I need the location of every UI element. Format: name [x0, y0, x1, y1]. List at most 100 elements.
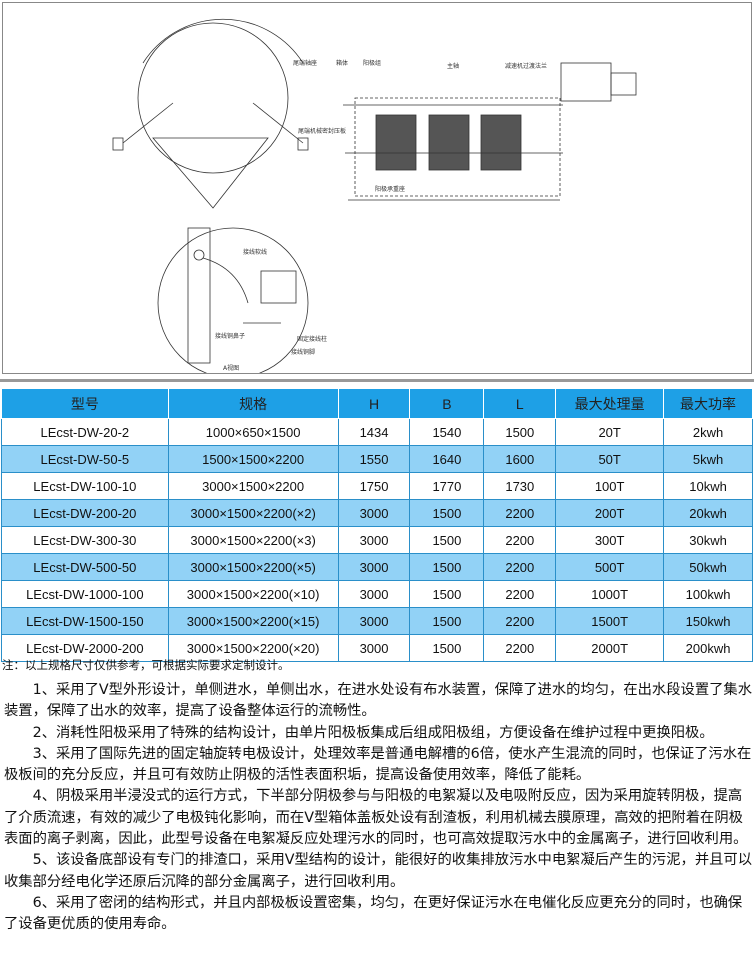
- table-cell: 2kwh: [663, 418, 753, 446]
- feature-paragraph: 5、该设备底部设有专门的排渣口，采用V型结构的设计，能很好的收集排放污水中电絮凝…: [4, 852, 753, 890]
- divider: [0, 379, 754, 382]
- table-cell: 300T: [555, 526, 665, 554]
- equipment-drawing: 尾端轴座 箱体 阳极组 主轴 减速机过渡法兰 尾端机械密封压板 阳极承重座 接线…: [2, 2, 752, 379]
- feature-paragraph: 2、消耗性阳极采用了特殊的结构设计，由单片阳极板集成后组成阳极组，方便设备在维护…: [32, 724, 714, 741]
- diagram-label: 减速机过渡法兰: [505, 62, 547, 70]
- table-cell: LEcst-DW-200-20: [1, 499, 169, 527]
- spec-note: 注：以上规格尺寸仅供参考，可根据实际要求定制设计。: [2, 658, 290, 672]
- diagram-label: 箱体: [336, 59, 348, 67]
- table-cell: 3000×1500×2200(×2): [167, 499, 339, 527]
- table-cell: 1540: [409, 418, 485, 446]
- table-cell: 1750: [337, 472, 411, 500]
- detail-view-drawing: [157, 227, 309, 379]
- table-cell: 2000T: [555, 634, 665, 662]
- column-header: H: [337, 388, 411, 419]
- diagram-label: 固定接线柱: [297, 335, 327, 343]
- table-cell: 1500: [409, 499, 485, 527]
- table-cell: 3000: [337, 634, 411, 662]
- table-cell: 1500: [409, 607, 485, 635]
- table-cell: 3000×1500×2200(×15): [167, 607, 339, 635]
- table-cell: LEcst-DW-300-30: [1, 526, 169, 554]
- table-cell: 1000T: [555, 580, 665, 608]
- table-cell: 3000×1500×2200(×10): [167, 580, 339, 608]
- table-cell: 20kwh: [663, 499, 753, 527]
- table-cell: 2200: [483, 634, 557, 662]
- table-cell: 3000: [337, 499, 411, 527]
- table-cell: 3000: [337, 553, 411, 581]
- feature-paragraph: 1、采用了V型外形设计，单侧进水，单侧出水，在进水处设有布水装置，保障了进水的均…: [4, 682, 753, 720]
- front-view-drawing: [343, 62, 637, 201]
- diagram-label: 接线铜鼻子: [215, 332, 245, 340]
- column-header: L: [483, 388, 557, 419]
- table-cell: 10kwh: [663, 472, 753, 500]
- table-cell: 1500×1500×2200: [167, 445, 339, 473]
- table-cell: 100kwh: [663, 580, 753, 608]
- table-cell: LEcst-DW-50-5: [1, 445, 169, 473]
- table-cell: 1500: [409, 580, 485, 608]
- column-header: B: [409, 388, 485, 419]
- table-cell: 1730: [483, 472, 557, 500]
- table-cell: 1500: [409, 526, 485, 554]
- table-cell: 30kwh: [663, 526, 753, 554]
- table-cell: 3000×1500×2200(×5): [167, 553, 339, 581]
- table-cell: 2200: [483, 553, 557, 581]
- table-cell: 1600: [483, 445, 557, 473]
- table-cell: 1434: [337, 418, 411, 446]
- table-cell: 1500: [483, 418, 557, 446]
- diagram-label: 尾端机械密封压板: [298, 127, 346, 135]
- table-cell: LEcst-DW-1500-150: [1, 607, 169, 635]
- table-cell: 200T: [555, 499, 665, 527]
- table-cell: 3000: [337, 607, 411, 635]
- table-cell: 2200: [483, 499, 557, 527]
- table-cell: 1550: [337, 445, 411, 473]
- table-cell: 3000: [337, 580, 411, 608]
- diagram-label: 主轴: [447, 62, 459, 70]
- diagram-label: 接线铜脚: [291, 348, 315, 356]
- table-cell: 2200: [483, 607, 557, 635]
- table-cell: 3000×1500×2200(×3): [167, 526, 339, 554]
- feature-paragraph: 6、采用了密闭的结构形式，并且内部极板设置密集，均匀，在更好保证污水在电催化反应…: [4, 894, 743, 933]
- table-cell: 5kwh: [663, 445, 753, 473]
- table-cell: 2200: [483, 580, 557, 608]
- column-header: 型号: [1, 388, 169, 419]
- column-header: 规格: [167, 388, 339, 419]
- table-cell: 1640: [409, 445, 485, 473]
- diagram-label: 尾端轴座: [293, 59, 317, 67]
- table-cell: 500T: [555, 553, 665, 581]
- table-cell: 3000: [337, 526, 411, 554]
- column-header: 最大处理量: [555, 388, 665, 419]
- table-cell: LEcst-DW-20-2: [1, 418, 169, 446]
- table-cell: LEcst-DW-1000-100: [1, 580, 169, 608]
- table-cell: 20T: [555, 418, 665, 446]
- table-cell: 200kwh: [663, 634, 753, 662]
- table-cell: 3000×1500×2200: [167, 472, 339, 500]
- diagram-label: 接线软线: [243, 248, 267, 256]
- diagram-label: A视图: [223, 364, 239, 372]
- table-cell: 1500: [409, 553, 485, 581]
- diagram-label: 阳极组: [363, 59, 381, 67]
- feature-paragraph: 3、采用了国际先进的固定轴旋转电极设计，处理效率是普通电解槽的6倍，使水产生混流…: [4, 745, 752, 784]
- table-cell: 1770: [409, 472, 485, 500]
- table-cell: 1500: [409, 634, 485, 662]
- table-cell: 150kwh: [663, 607, 753, 635]
- table-cell: 2200: [483, 526, 557, 554]
- table-cell: 1500T: [555, 607, 665, 635]
- column-header: 最大功率: [663, 388, 753, 419]
- table-cell: 50T: [555, 445, 665, 473]
- table-cell: 1000×650×1500: [167, 418, 339, 446]
- table-cell: 100T: [555, 472, 665, 500]
- feature-list: 1、采用了V型外形设计，单侧进水，单侧出水，在进水处设有布水装置，保障了进水的均…: [4, 680, 752, 936]
- feature-paragraph: 4、阴极采用半浸没式的运行方式，下半部分阴极参与与阳极的电絮凝以及电吸附反应，因…: [4, 788, 748, 848]
- table-cell: LEcst-DW-2000-200: [1, 634, 169, 662]
- table-cell: LEcst-DW-500-50: [1, 553, 169, 581]
